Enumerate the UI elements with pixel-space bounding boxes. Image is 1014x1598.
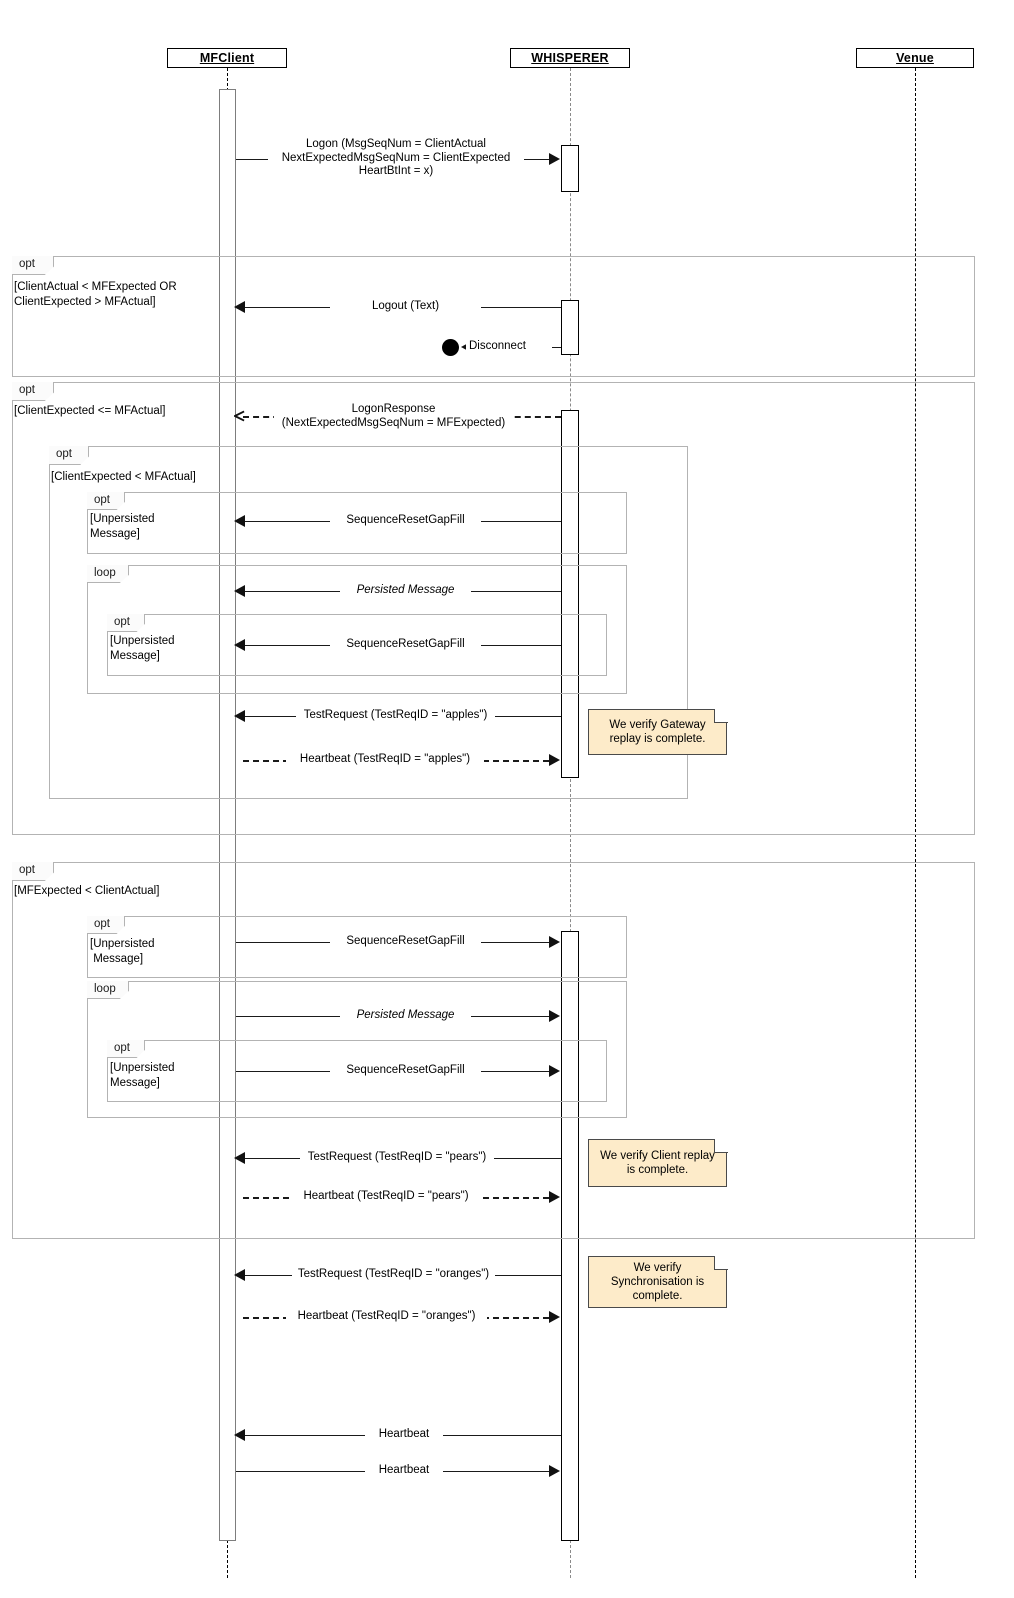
- message-label-logout: Logout (Text): [330, 300, 481, 314]
- fragment-loop-persisted-2: [87, 981, 627, 1118]
- lifeline-header-mfclient[interactable]: MFClient: [167, 48, 287, 68]
- fragment-guard-opt-unpersisted-1: [Unpersisted Message]: [90, 513, 155, 540]
- activation-whisperer-logout: [561, 300, 579, 355]
- message-label-persisted-2: Persisted Message: [340, 1009, 471, 1023]
- note-gateway-replay: We verify Gateway replay is complete.: [588, 709, 727, 755]
- fragment-opt-client-replay: [12, 862, 975, 1239]
- lifeline-header-venue[interactable]: Venue: [856, 48, 974, 68]
- message-arrowhead-logon-response: [234, 410, 245, 422]
- message-arrowhead-heartbeat-apples: [549, 754, 560, 766]
- message-label-gapfill-4: SequenceResetGapFill: [330, 1064, 481, 1078]
- message-arrowhead-persisted-2: [549, 1010, 560, 1022]
- fragment-guard-opt-gateway-replay: [ClientExpected <= MFActual]: [14, 405, 166, 417]
- fragment-opt-unpersisted-1: [87, 492, 627, 554]
- message-arrowhead-persisted-1: [234, 585, 245, 597]
- fragment-operator-opt-unpersisted-2: opt: [107, 614, 145, 632]
- fragment-operator-opt-unpersisted-4: opt: [107, 1040, 145, 1058]
- lifeline-label-venue: Venue: [896, 51, 934, 65]
- message-label-heartbeat-out: Heartbeat: [365, 1464, 443, 1478]
- message-label-logon-response: LogonResponse (NextExpectedMsgSeqNum = M…: [274, 403, 513, 430]
- message-arrowhead-testrequest-pears: [234, 1152, 245, 1164]
- fragment-operator-opt-gateway-replay: opt: [12, 382, 54, 401]
- fragment-guard-opt-client-replay: [MFExpected < ClientActual]: [14, 885, 160, 897]
- message-label-heartbeat-oranges: Heartbeat (TestReqID = "oranges"): [286, 1310, 487, 1324]
- fragment-operator-loop-persisted-1: loop: [87, 565, 129, 583]
- message-label-testrequest-oranges: TestRequest (TestReqID = "oranges"): [292, 1268, 495, 1282]
- fragment-loop-persisted-1: [87, 565, 627, 694]
- fragment-opt-unpersisted-3: [87, 916, 627, 978]
- message-arrowhead-heartbeat-oranges: [549, 1311, 560, 1323]
- fragment-opt-gateway-replay: [12, 382, 975, 835]
- fragment-opt-unpersisted-4: [107, 1040, 607, 1102]
- fragment-guard-opt-client-expected-lt: [ClientExpected < MFActual]: [51, 471, 196, 483]
- message-arrowhead-testrequest-oranges: [234, 1269, 245, 1281]
- fragment-operator-opt-unpersisted-3: opt: [87, 916, 125, 934]
- fragment-operator-opt-client-expected-lt: opt: [49, 446, 89, 465]
- message-arrowhead-gapfill-1: [234, 515, 245, 527]
- fragment-operator-opt-client-replay: opt: [12, 862, 54, 881]
- fragment-guard-opt-unpersisted-3: [Unpersisted Message]: [90, 938, 155, 965]
- fragment-opt-unpersisted-2: [107, 614, 607, 676]
- message-arrowhead-gapfill-3: [549, 936, 560, 948]
- message-label-gapfill-2: SequenceResetGapFill: [330, 638, 481, 652]
- activation-whisperer-clientreplay: [561, 931, 579, 1541]
- note-fold-icon-client-replay: [714, 1139, 728, 1153]
- message-label-testrequest-apples: TestRequest (TestReqID = "apples"): [296, 709, 495, 723]
- message-label-testrequest-pears: TestRequest (TestReqID = "pears"): [300, 1151, 494, 1165]
- note-fold-icon-gateway-replay: [714, 709, 728, 723]
- message-arrowhead-testrequest-apples: [234, 710, 245, 722]
- message-label-gapfill-1: SequenceResetGapFill: [330, 514, 481, 528]
- message-arrowhead-logout: [234, 301, 245, 313]
- message-arrowhead-heartbeat-out: [549, 1465, 560, 1477]
- activation-whisperer-replay: [561, 410, 579, 778]
- lifeline-line-whisperer: [570, 68, 571, 1578]
- fragment-operator-opt-unpersisted-1: opt: [87, 492, 125, 510]
- fragment-operator-loop-persisted-2: loop: [87, 981, 129, 999]
- message-label-logon: Logon (MsgSeqNum = ClientActual NextExpe…: [268, 138, 524, 179]
- message-arrowhead-gapfill-4: [549, 1065, 560, 1077]
- message-label-disconnect: Disconnect: [466, 340, 552, 354]
- fragment-opt-client-expected-lt: [49, 446, 688, 799]
- note-client-replay: We verify Client replay is complete.: [588, 1139, 727, 1187]
- lifeline-label-whisperer: WHISPERER: [531, 51, 609, 65]
- fragment-opt-logout: [12, 256, 975, 377]
- lifeline-line-venue: [915, 68, 916, 1578]
- message-arrowhead-heartbeat-pears: [549, 1191, 560, 1203]
- message-label-heartbeat-pears: Heartbeat (TestReqID = "pears"): [290, 1190, 482, 1204]
- message-label-heartbeat-apples: Heartbeat (TestReqID = "apples"): [286, 753, 484, 767]
- fragment-operator-opt-logout: opt: [12, 256, 54, 275]
- fragment-guard-opt-unpersisted-2: [Unpersisted Message]: [110, 635, 175, 662]
- note-fold-icon-synchronisation: [714, 1256, 728, 1270]
- fragment-guard-opt-logout: [ClientActual < MFExpected OR ClientExpe…: [14, 281, 177, 308]
- message-label-heartbeat-in: Heartbeat: [365, 1428, 443, 1442]
- message-arrowhead-logon: [549, 153, 560, 165]
- fragment-guard-opt-unpersisted-4: [Unpersisted Message]: [110, 1062, 175, 1089]
- activation-whisperer-logon: [561, 145, 579, 192]
- message-label-gapfill-3: SequenceResetGapFill: [330, 935, 481, 949]
- message-arrowhead-heartbeat-in: [234, 1429, 245, 1441]
- lifeline-header-whisperer[interactable]: WHISPERER: [510, 48, 630, 68]
- lifeline-label-mfclient: MFClient: [199, 51, 255, 65]
- lost-message-dot-disconnect: [442, 339, 459, 356]
- note-synchronisation: We verify Synchronisation is complete.: [588, 1256, 727, 1308]
- activation-mfclient-main: [219, 89, 236, 1541]
- message-label-persisted-1: Persisted Message: [340, 584, 471, 598]
- message-arrowhead-gapfill-2: [234, 639, 245, 651]
